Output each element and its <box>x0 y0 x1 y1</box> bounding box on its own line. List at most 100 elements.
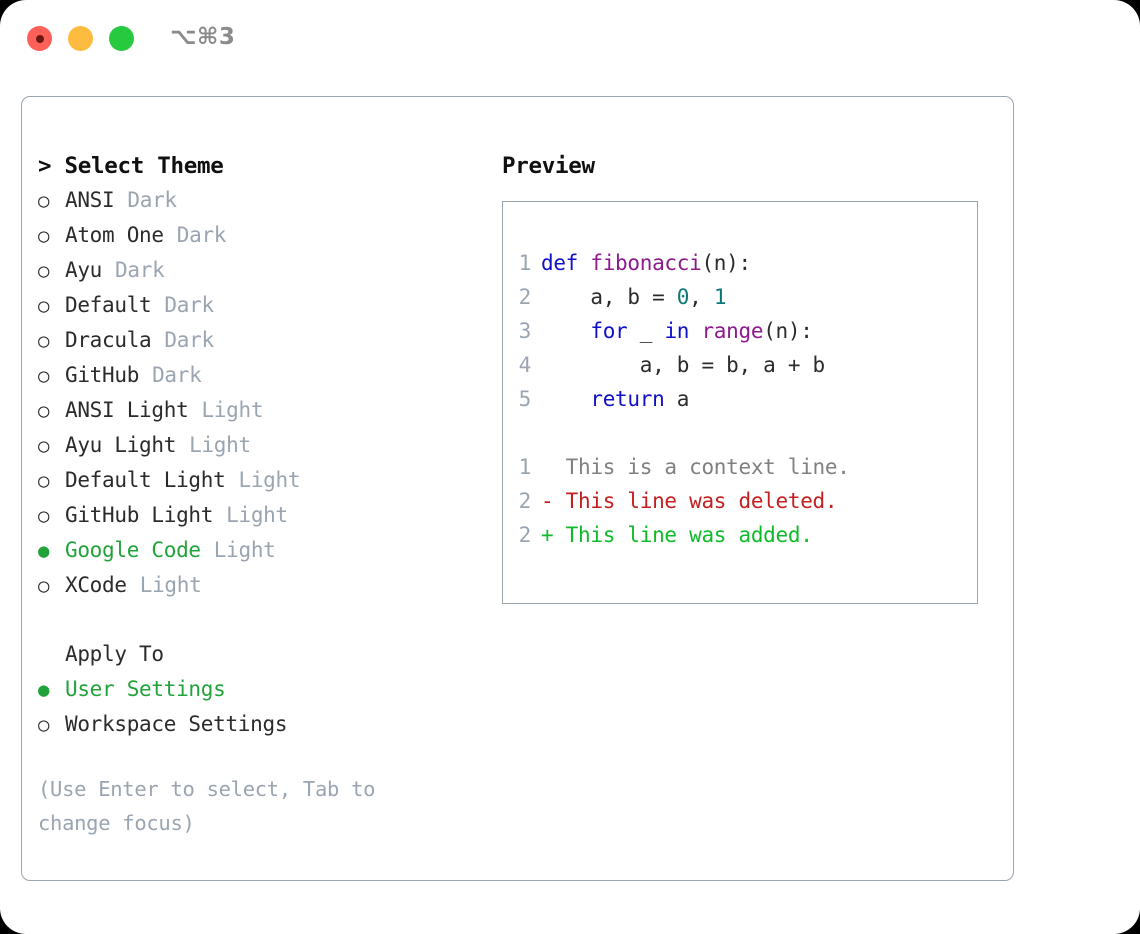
code-line-number: 1 <box>518 251 532 275</box>
apply-to-label: Apply To <box>65 642 164 666</box>
theme-variant-tag: Dark <box>127 188 177 212</box>
diff-line-number: 2 <box>518 523 532 547</box>
theme-variant-tag: Dark <box>152 363 202 387</box>
code-line: 3 for _ in range(n): <box>503 314 977 348</box>
apply-to-marker-placeholder <box>38 638 65 672</box>
maximize-window-icon[interactable] <box>109 26 134 51</box>
diff-line-text-del: - This line was deleted. <box>541 489 838 513</box>
select-theme-heading: > Select Theme <box>38 153 224 179</box>
radio-unselected-icon: ○ <box>38 295 50 317</box>
apply-to-option-row[interactable]: ● User Settings <box>38 672 498 707</box>
code-token-num: 0 <box>676 285 690 309</box>
diff-line-number: 2 <box>518 489 532 513</box>
theme-option-row[interactable]: ○ ANSI Dark <box>38 183 498 218</box>
radio-unselected-icon: ○ <box>38 505 50 527</box>
code-token-pl <box>689 319 701 343</box>
theme-variant-tag: Light <box>213 538 276 562</box>
theme-option-name: GitHub <box>65 363 140 387</box>
code-line-text: def fibonacci(n): <box>541 246 751 280</box>
preview-heading: Preview <box>502 153 595 179</box>
code-line-number: 4 <box>518 353 532 377</box>
theme-option-name: Dracula <box>65 328 152 352</box>
theme-variant-tag: Dark <box>176 223 227 247</box>
theme-option-name: Ayu Light <box>65 433 177 457</box>
code-line: 1 def fibonacci(n): <box>503 246 977 280</box>
code-token-kw: return <box>590 387 665 411</box>
code-token-kw: in <box>664 319 690 343</box>
code-token-pl: a <box>664 387 690 411</box>
apply-to-option-row[interactable]: ○ Workspace Settings <box>38 707 498 742</box>
theme-option-name: GitHub Light <box>65 503 214 527</box>
code-token-fn: fibonacci <box>590 251 702 275</box>
theme-variant-tag: Light <box>238 468 301 492</box>
radio-unselected-icon: ○ <box>38 225 50 247</box>
apply-to-option-name: User Settings <box>65 677 226 701</box>
theme-variant-tag: Light <box>226 503 288 527</box>
theme-option-name: ANSI <box>65 188 115 212</box>
theme-variant-tag: Light <box>189 433 251 457</box>
keyboard-hint: (Use Enter to select, Tab to change focu… <box>38 777 376 835</box>
apply-to-label-row: Apply To <box>38 637 498 672</box>
radio-unselected-icon: ○ <box>38 575 50 597</box>
theme-option-name: Default <box>65 293 152 317</box>
theme-option-name: Ayu <box>65 258 103 282</box>
code-token-num: 1 <box>713 285 727 309</box>
diff-line-text-ctx: This is a context line. <box>541 455 850 479</box>
diff-line: 2 + This line was added. <box>503 518 977 552</box>
apply-to-option-name: Workspace Settings <box>65 712 288 736</box>
window-title: ⌥⌘3 <box>170 24 236 50</box>
theme-option-row[interactable]: ○ GitHub Dark <box>38 358 498 393</box>
diff-line: 2 - This line was deleted. <box>503 484 977 518</box>
code-line: 5 return a <box>503 382 977 416</box>
radio-unselected-icon: ○ <box>38 365 50 387</box>
diff-line-text-add: + This line was added. <box>541 523 813 547</box>
diff-line-number: 1 <box>518 455 532 479</box>
code-token-fn: range <box>701 319 764 343</box>
radio-selected-icon: ● <box>38 540 50 562</box>
code-line-text: a, b = 0, 1 <box>541 280 726 314</box>
theme-option-row[interactable]: ○ GitHub Light Light <box>38 498 498 533</box>
minimize-window-icon[interactable] <box>68 26 93 51</box>
close-window-icon[interactable] <box>27 26 52 51</box>
theme-variant-tag: Dark <box>164 328 214 352</box>
theme-option-row[interactable]: ○ XCode Light <box>38 568 498 603</box>
code-token-pl: _ <box>627 319 665 343</box>
apply-to-option-list: ● User Settings ○ Workspace Settings <box>38 672 498 742</box>
theme-option-row[interactable]: ● Google Code Light <box>38 533 498 568</box>
radio-unselected-icon: ○ <box>38 714 50 736</box>
code-line-number: 3 <box>518 319 532 343</box>
code-diff-gap <box>503 416 977 450</box>
code-token-pl: (n): <box>763 319 813 343</box>
list-spacer <box>38 603 498 637</box>
window-titlebar: ⌥⌘3 <box>0 0 1140 78</box>
radio-selected-icon: ● <box>38 679 50 701</box>
theme-variant-tag: Light <box>201 398 264 422</box>
theme-option-row[interactable]: ○ Dracula Dark <box>38 323 498 358</box>
code-line: 4 a, b = b, a + b <box>503 348 977 382</box>
theme-option-name: Google Code <box>65 538 201 562</box>
radio-unselected-icon: ○ <box>38 260 50 282</box>
radio-unselected-icon: ○ <box>38 400 50 422</box>
code-line-number: 2 <box>518 285 532 309</box>
theme-option-name: XCode <box>65 573 127 597</box>
code-line-text: return a <box>541 382 689 416</box>
theme-variant-tag: Light <box>139 573 202 597</box>
code-token-pl <box>541 319 590 343</box>
radio-unselected-icon: ○ <box>38 330 50 352</box>
code-token-pl: (n): <box>701 251 751 275</box>
radio-unselected-icon: ○ <box>38 190 50 212</box>
theme-option-name: Default Light <box>65 468 226 492</box>
code-token-kw: for <box>590 319 628 343</box>
